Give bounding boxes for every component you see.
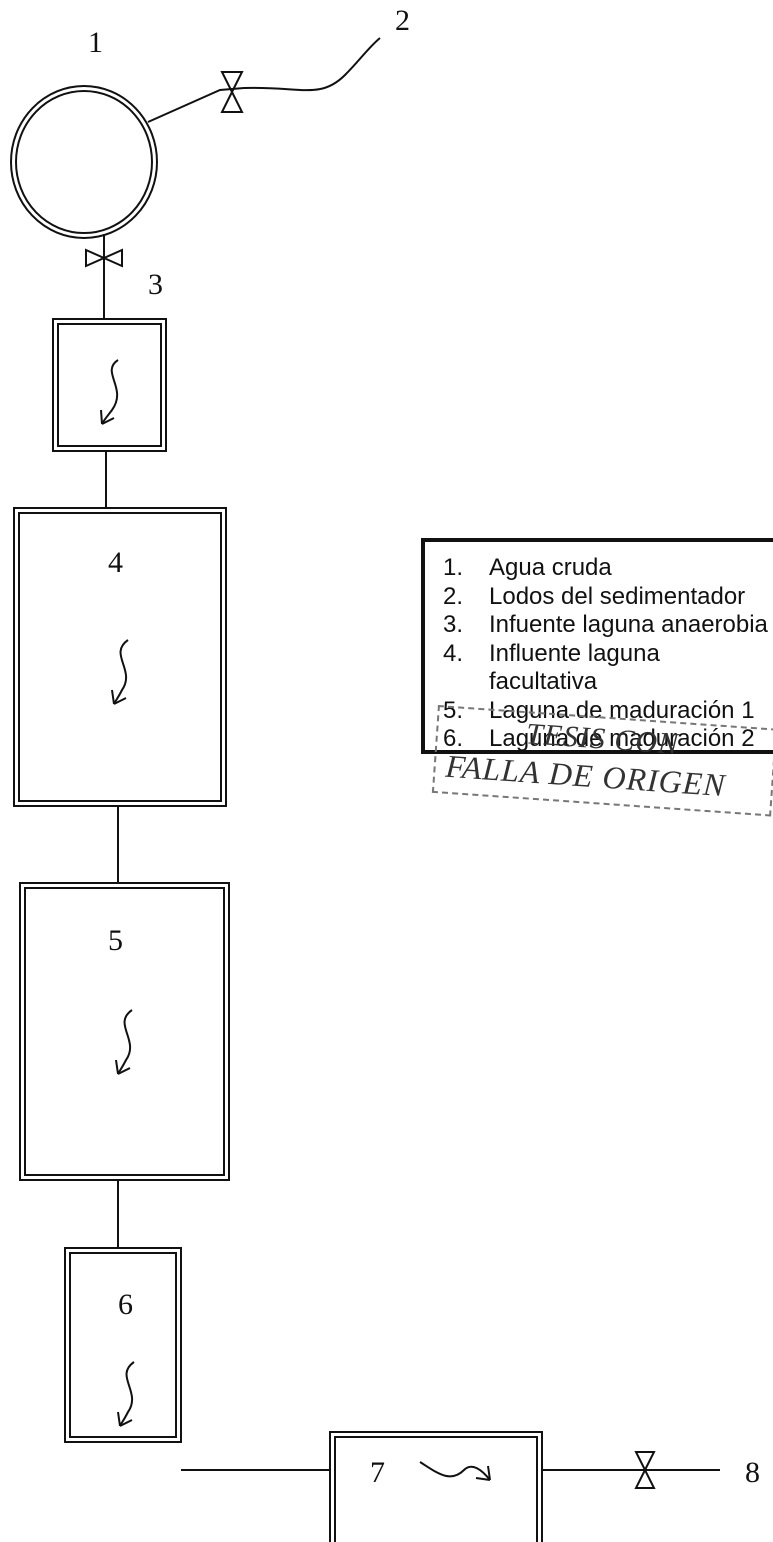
label-7: 7: [370, 1456, 385, 1489]
label-4: 4: [108, 546, 123, 579]
legend-item: 6. Laguna de maduración 2: [443, 725, 773, 752]
legend-item-text: Laguna de maduración 2: [489, 725, 755, 752]
flow-arrow-icon: [101, 359, 119, 425]
legend-item-text: Laguna de maduración 1: [489, 696, 755, 724]
legend-item-text: Infuente laguna anaerobia: [489, 611, 768, 638]
tank-agua-cruda: [10, 85, 158, 239]
legend-item-number: 5.: [443, 696, 464, 724]
facultative-lagoon-box: [13, 507, 227, 807]
valve-outlet-icon: [85, 248, 123, 268]
legend-item-number: 4.: [443, 639, 464, 667]
legend-item-text: Influente laguna facultativa: [489, 639, 660, 696]
label-1: 1: [88, 26, 103, 59]
legend-item-number: 2.: [443, 582, 464, 610]
legend-list: 1. Agua cruda 2. Lodos del sedimentador 3. In…: [425, 542, 773, 752]
legend-item: 4. Influente laguna facultativa: [443, 640, 773, 697]
legend-item: 3. Infuente laguna anaerobia: [443, 611, 773, 640]
legend-item: 1. Agua cruda: [443, 554, 773, 583]
legend-item-number: 6.: [443, 725, 464, 752]
legend-item-text: Lodos del sedimentador: [489, 582, 746, 610]
label-3: 3: [148, 268, 163, 301]
sludge-line: [147, 37, 381, 123]
valve-effluent-icon: [634, 1451, 656, 1489]
anaerobic-lagoon-box: [52, 318, 167, 452]
maturation-lagoon-1-box: [19, 882, 230, 1181]
legend-item-number: 1.: [443, 554, 464, 581]
legend-item: 5. Laguna de maduración 1: [443, 697, 773, 726]
label-5: 5: [108, 924, 123, 957]
legend-item-text: Agua cruda: [489, 554, 612, 581]
valve-sludge-icon: [220, 71, 244, 113]
legend-item-number: 3.: [443, 611, 464, 638]
legend: 1. Agua cruda 2. Lodos del sedimentador 3. In…: [421, 538, 773, 754]
label-2: 2: [395, 4, 410, 37]
maturation-lagoon-3-box: [329, 1431, 543, 1542]
legend-item: 2. Lodos del sedimentador: [443, 583, 773, 612]
label-8: 8: [745, 1456, 760, 1489]
label-6: 6: [118, 1288, 133, 1321]
maturation-lagoon-2-box: [64, 1247, 182, 1443]
